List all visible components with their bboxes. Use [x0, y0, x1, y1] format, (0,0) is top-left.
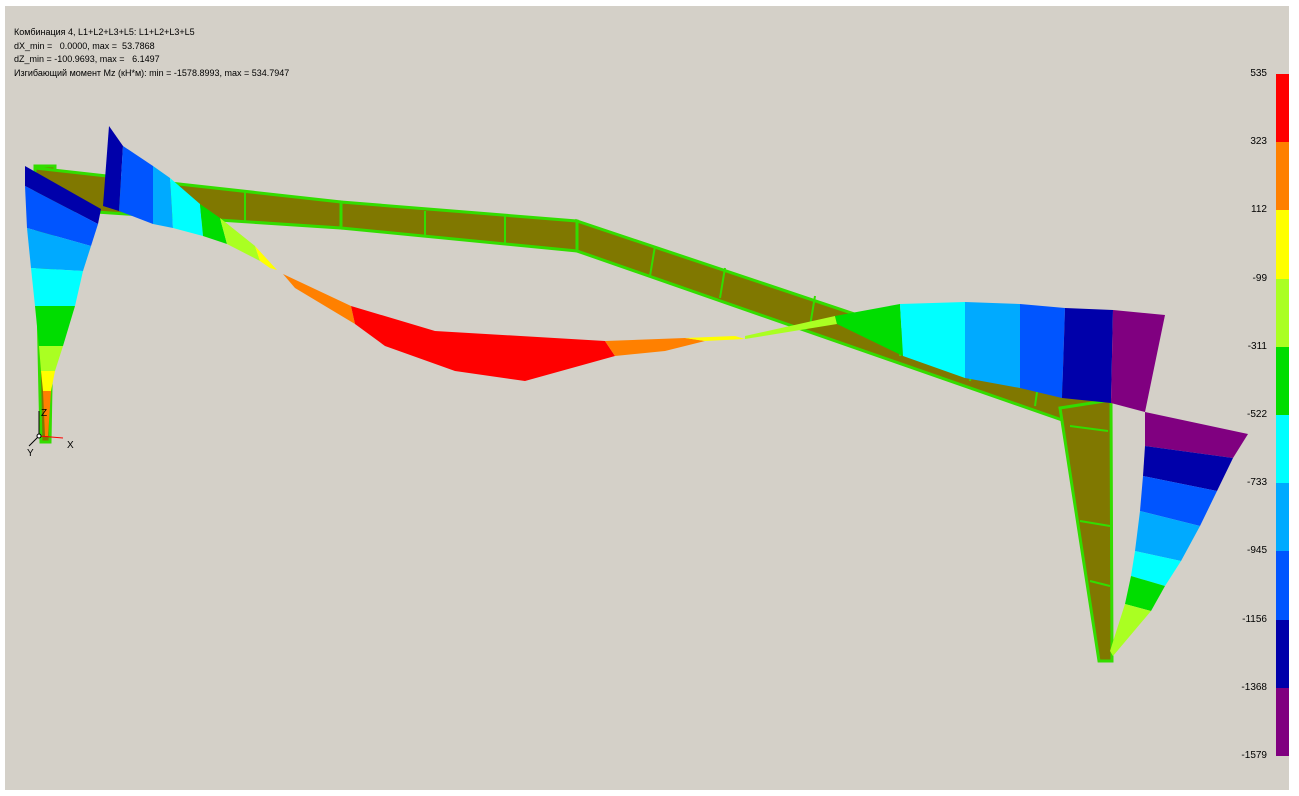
axis-z-label: Z [41, 408, 47, 419]
legend-label: -1368 [1241, 681, 1267, 693]
axis-x-label: X [67, 440, 74, 451]
legend-swatch [1276, 483, 1289, 552]
legend-label: 323 [1250, 136, 1267, 148]
legend-swatch [1276, 687, 1289, 756]
legend-swatch [1276, 551, 1289, 620]
moment-left-beam [103, 126, 277, 270]
legend-swatch [1276, 415, 1289, 484]
frame-members [33, 164, 1114, 663]
legend-label: -945 [1246, 545, 1267, 557]
info-moment: Изгибающий момент Mz (кН*м): min = -1578… [14, 67, 290, 78]
info-combination: Комбинация 4, L1+L2+L3+L5: L1+L2+L3+L5 [14, 27, 195, 37]
legend-swatch [1276, 74, 1289, 143]
model-viewport[interactable]: Комбинация 4, L1+L2+L3+L5: L1+L2+L3+L5 d… [5, 6, 1289, 790]
right-column [1058, 398, 1114, 663]
info-dz: dZ_min = -100.9693, max = 6.1497 [14, 54, 160, 64]
legend-swatch [1276, 142, 1289, 211]
moment-middle-span [283, 274, 745, 381]
legend-swatch [1276, 619, 1289, 688]
legend-label: 112 [1251, 204, 1267, 216]
legend-label: -1579 [1241, 750, 1267, 761]
legend-swatch [1276, 346, 1289, 415]
legend-label: -733 [1246, 477, 1267, 489]
moment-right-beam [745, 302, 1165, 412]
beam-middle [339, 200, 579, 253]
axis-y-label: Y [27, 448, 34, 459]
legend-swatch [1276, 210, 1289, 279]
moment-left-column [25, 166, 101, 436]
legend-label: -1156 [1242, 613, 1267, 625]
result-info: Комбинация 4, L1+L2+L3+L5: L1+L2+L3+L5 d… [14, 26, 289, 80]
legend-label: 535 [1250, 68, 1267, 79]
axes-indicator [28, 411, 64, 447]
frame-moment-diagram: Z Y X [25, 126, 1248, 663]
legend-label: -99 [1252, 272, 1267, 284]
legend-swatch [1276, 278, 1289, 347]
moment-right-column [1110, 412, 1248, 656]
legend-label: -311 [1247, 340, 1267, 352]
legend-label: -522 [1246, 409, 1267, 420]
info-dx: dX_min = 0.0000, max = 53.7868 [14, 40, 155, 51]
